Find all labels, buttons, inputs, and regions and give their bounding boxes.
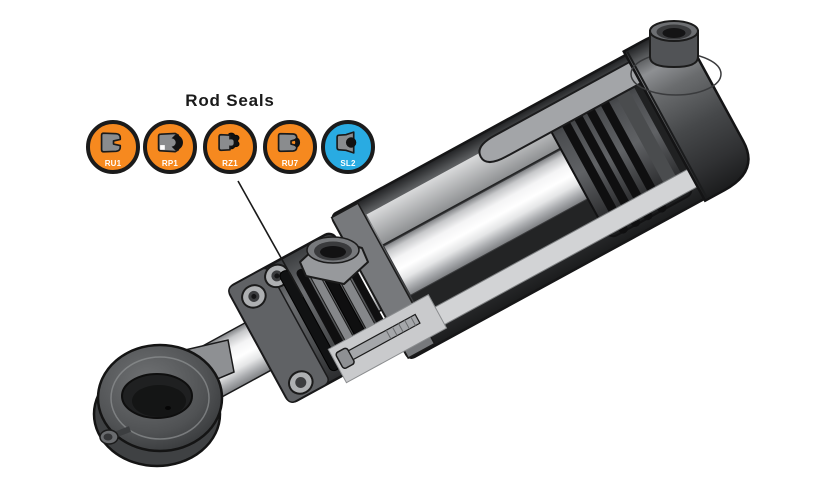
seal-profile-rp1-icon	[157, 132, 183, 153]
page-title: Rod Seals	[185, 91, 275, 110]
seal-badge-label: SL2	[340, 159, 356, 168]
rod-eye	[92, 339, 235, 468]
seal-profile-ru1-icon	[100, 132, 122, 153]
piston-seals	[551, 81, 667, 234]
gland-bolts	[241, 263, 314, 395]
seal-badge-rz1[interactable]: RZ1	[203, 120, 257, 174]
cutaway-window	[366, 59, 700, 333]
seal-badge-label: RZ1	[222, 159, 238, 168]
seal-badge-label: RU1	[104, 159, 122, 168]
seal-profile-sl2-icon	[336, 131, 357, 154]
seal-badge-ru7[interactable]: RU7	[263, 120, 317, 174]
seal-badge-ru1[interactable]: RU1	[86, 120, 140, 174]
seal-badge-rp1[interactable]: RP1	[143, 120, 197, 174]
seal-profile-rz1-icon	[218, 132, 240, 152]
leader-line	[237, 180, 304, 298]
tie-bolt-cutaway	[327, 294, 448, 384]
seal-profile-ru7-icon	[277, 132, 301, 153]
seal-badge-label: RU7	[281, 159, 299, 168]
gland-port	[299, 236, 369, 285]
grease-fitting	[99, 426, 132, 445]
seal-badge-label: RP1	[161, 159, 179, 168]
cap-port	[630, 20, 722, 96]
seal-badge-sl2[interactable]: SL2	[321, 120, 375, 174]
